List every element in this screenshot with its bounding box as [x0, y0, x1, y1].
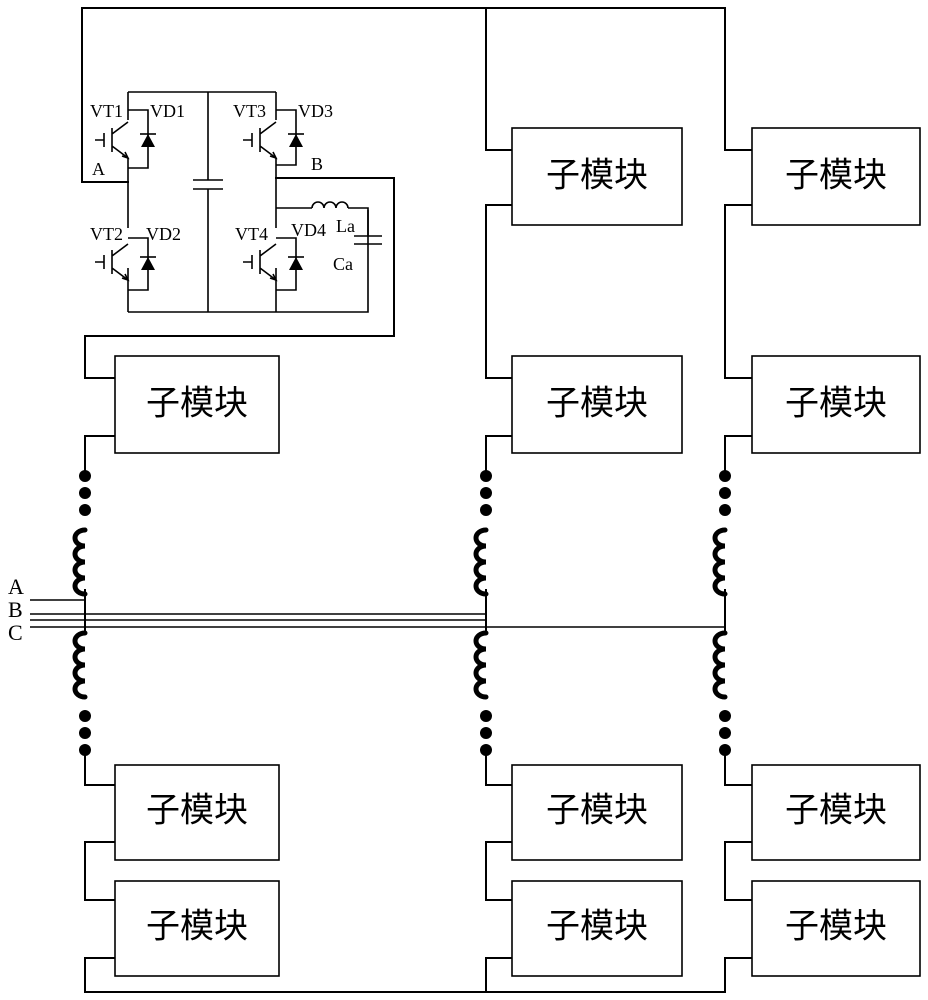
submodule-boxes: 子模块 子模块 子模块 子模块 子模块 子模块 子模块 子模块 子模块 子模块 …	[114, 127, 921, 977]
svg-text:子模块: 子模块	[785, 907, 887, 947]
label-node-b: B	[311, 154, 323, 174]
submodule-box: 子模块	[114, 355, 280, 454]
igbt-vt4	[243, 243, 278, 282]
submodule-box: 子模块	[114, 880, 280, 977]
igbt-vt2	[95, 243, 130, 282]
label-ca: Ca	[333, 254, 353, 274]
svg-text:子模块: 子模块	[785, 791, 887, 831]
inductor-la-symbol	[311, 201, 349, 209]
svg-text:子模块: 子模块	[146, 791, 248, 831]
svg-text:子模块: 子模块	[546, 156, 648, 196]
submodule-box: 子模块	[751, 880, 921, 977]
label-vt3: VT3	[233, 101, 266, 121]
svg-text:子模块: 子模块	[146, 384, 248, 424]
label-vt4: VT4	[235, 224, 268, 244]
svg-text:子模块: 子模块	[785, 384, 887, 424]
diode-vd3	[276, 109, 304, 166]
inductor-coil-lower-3	[712, 630, 728, 700]
phase-label-a: A	[8, 574, 24, 599]
inductor-coil-lower-2	[473, 630, 489, 700]
svg-text:子模块: 子模块	[146, 907, 248, 947]
inductor-coil-upper-2	[473, 527, 489, 597]
phase-label-c: C	[8, 620, 23, 645]
svg-text:子模块: 子模块	[546, 791, 648, 831]
label-la: La	[336, 216, 355, 236]
label-vt1: VT1	[90, 101, 123, 121]
phase-lines: A B C	[8, 574, 725, 645]
wiring	[81, 7, 753, 993]
submodule-box: 子模块	[511, 355, 683, 454]
arm-reactors	[72, 527, 728, 700]
igbt-vt3	[243, 121, 278, 160]
submodule-box: 子模块	[751, 355, 921, 454]
diode-vd2	[128, 237, 156, 291]
label-vd4: VD4	[291, 220, 326, 240]
label-vd2: VD2	[146, 224, 181, 244]
label-vd3: VD3	[298, 101, 333, 121]
inductor-coil-upper-1	[72, 527, 88, 597]
submodule-box: 子模块	[114, 764, 280, 861]
diode-vd4	[276, 237, 304, 291]
submodule-detail-circuit: VT1 VD1 A VT2 VD2 VT3 VD3 B La VT4 VD4 C…	[90, 91, 382, 313]
submodule-box: 子模块	[511, 880, 683, 977]
submodule-box: 子模块	[751, 127, 921, 226]
diode-vd1	[128, 109, 156, 169]
phase-label-b: B	[8, 597, 23, 622]
svg-text:子模块: 子模块	[546, 907, 648, 947]
svg-text:子模块: 子模块	[546, 384, 648, 424]
ellipsis-dots	[79, 470, 731, 756]
submodule-box: 子模块	[511, 127, 683, 226]
label-node-a: A	[92, 159, 105, 179]
label-vt2: VT2	[90, 224, 123, 244]
submodule-box: 子模块	[751, 764, 921, 861]
submodule-box: 子模块	[511, 764, 683, 861]
inductor-coil-lower-1	[72, 630, 88, 700]
svg-text:子模块: 子模块	[785, 156, 887, 196]
inductor-coil-upper-3	[712, 527, 728, 597]
label-vd1: VD1	[150, 101, 185, 121]
igbt-vt1	[95, 121, 130, 160]
